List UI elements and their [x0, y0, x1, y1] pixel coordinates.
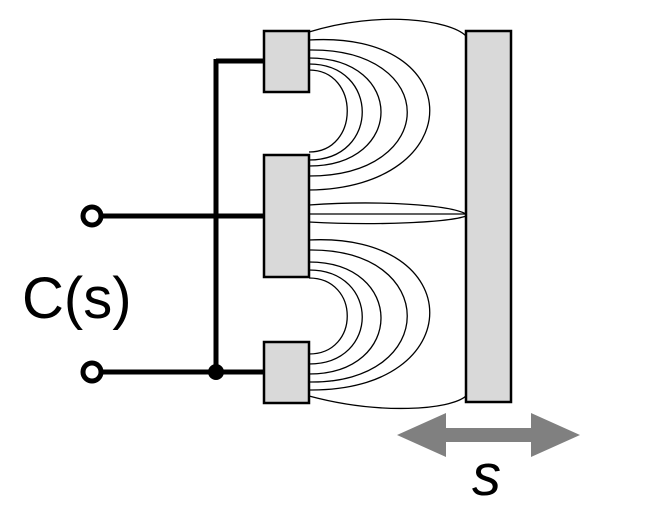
- capacitance-label: C(s): [22, 266, 132, 331]
- movable-plate: [464, 29, 513, 404]
- field-lines: [308, 18, 478, 410]
- displacement-label: s: [472, 443, 501, 508]
- top-electrode: [262, 29, 311, 94]
- terminal-bottom: [80, 360, 104, 384]
- middle-electrode: [262, 153, 311, 279]
- junction-dot: [208, 364, 224, 380]
- bottom-electrode: [262, 340, 311, 405]
- displacement-arrow: [397, 413, 580, 457]
- wiring: [100, 58, 264, 375]
- terminal-top: [80, 204, 104, 228]
